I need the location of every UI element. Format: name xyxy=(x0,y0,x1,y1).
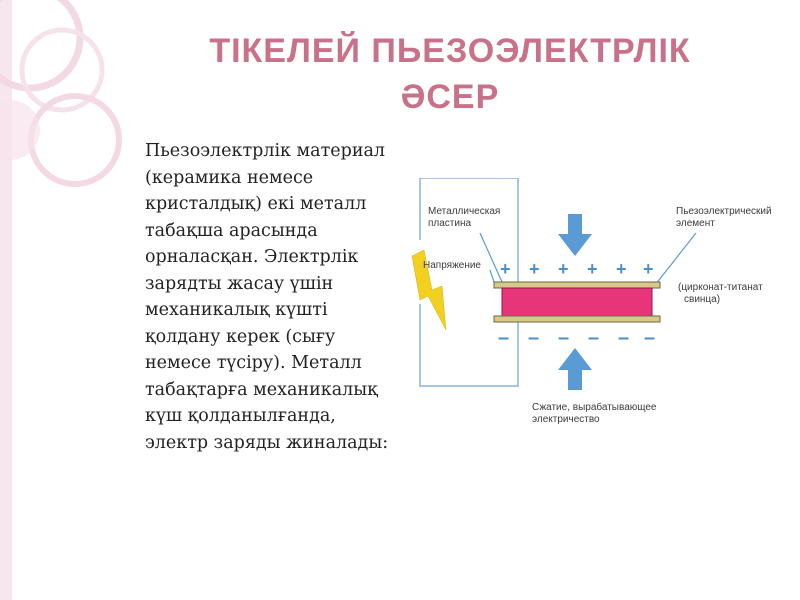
bottom-metal-plate xyxy=(493,315,661,323)
label-compression: электричество xyxy=(532,414,600,425)
title-line-1: ТІКЕЛЕЙ ПЬЕЗОЭЛЕКТРЛІК xyxy=(209,32,691,70)
lightning-icon xyxy=(411,249,447,331)
pointer-line xyxy=(479,232,503,283)
label-compression: Сжатие, вырабатывающее xyxy=(532,401,657,413)
minus-charge: – xyxy=(558,327,569,349)
minus-charge: – xyxy=(618,327,629,349)
minus-charge: – xyxy=(588,327,599,349)
label-material: (цирконат-титанат xyxy=(678,282,763,293)
top-metal-plate xyxy=(493,281,661,289)
label-metal-plate: пластина xyxy=(428,218,472,229)
title-line-2: ӘСЕР xyxy=(400,78,500,116)
label-metal-plate: Металлическая xyxy=(428,206,500,217)
label-material: свинца) xyxy=(684,294,720,305)
label-voltage: Напряжение xyxy=(423,260,481,271)
minus-charge: – xyxy=(644,327,655,349)
force-arrow-down xyxy=(558,214,592,256)
plus-charge: + xyxy=(529,259,540,279)
label-piezo-element: Пьезоэлектрический xyxy=(676,206,772,217)
plus-charge: + xyxy=(558,259,569,279)
plus-charge: + xyxy=(587,259,598,279)
piezo-diagram: + + + + + + – – – – – – Металлическая пл… xyxy=(411,178,772,425)
plus-charge: + xyxy=(500,259,511,279)
minus-charge: – xyxy=(498,327,509,349)
label-piezo-element: элемент xyxy=(676,218,715,229)
decorative-circles xyxy=(0,0,122,600)
slide-title: ТІКЕЛЕЙ ПЬЕЗОЭЛЕКТРЛІК ӘСЕР xyxy=(150,28,750,120)
body-paragraph: Пьезоэлектрлік материал (керамика немесе… xyxy=(145,141,389,453)
minus-charge: – xyxy=(528,327,539,349)
force-arrow-up xyxy=(558,348,592,390)
piezo-element xyxy=(501,287,653,317)
plus-charge: + xyxy=(643,259,654,279)
plus-charge: + xyxy=(616,259,627,279)
